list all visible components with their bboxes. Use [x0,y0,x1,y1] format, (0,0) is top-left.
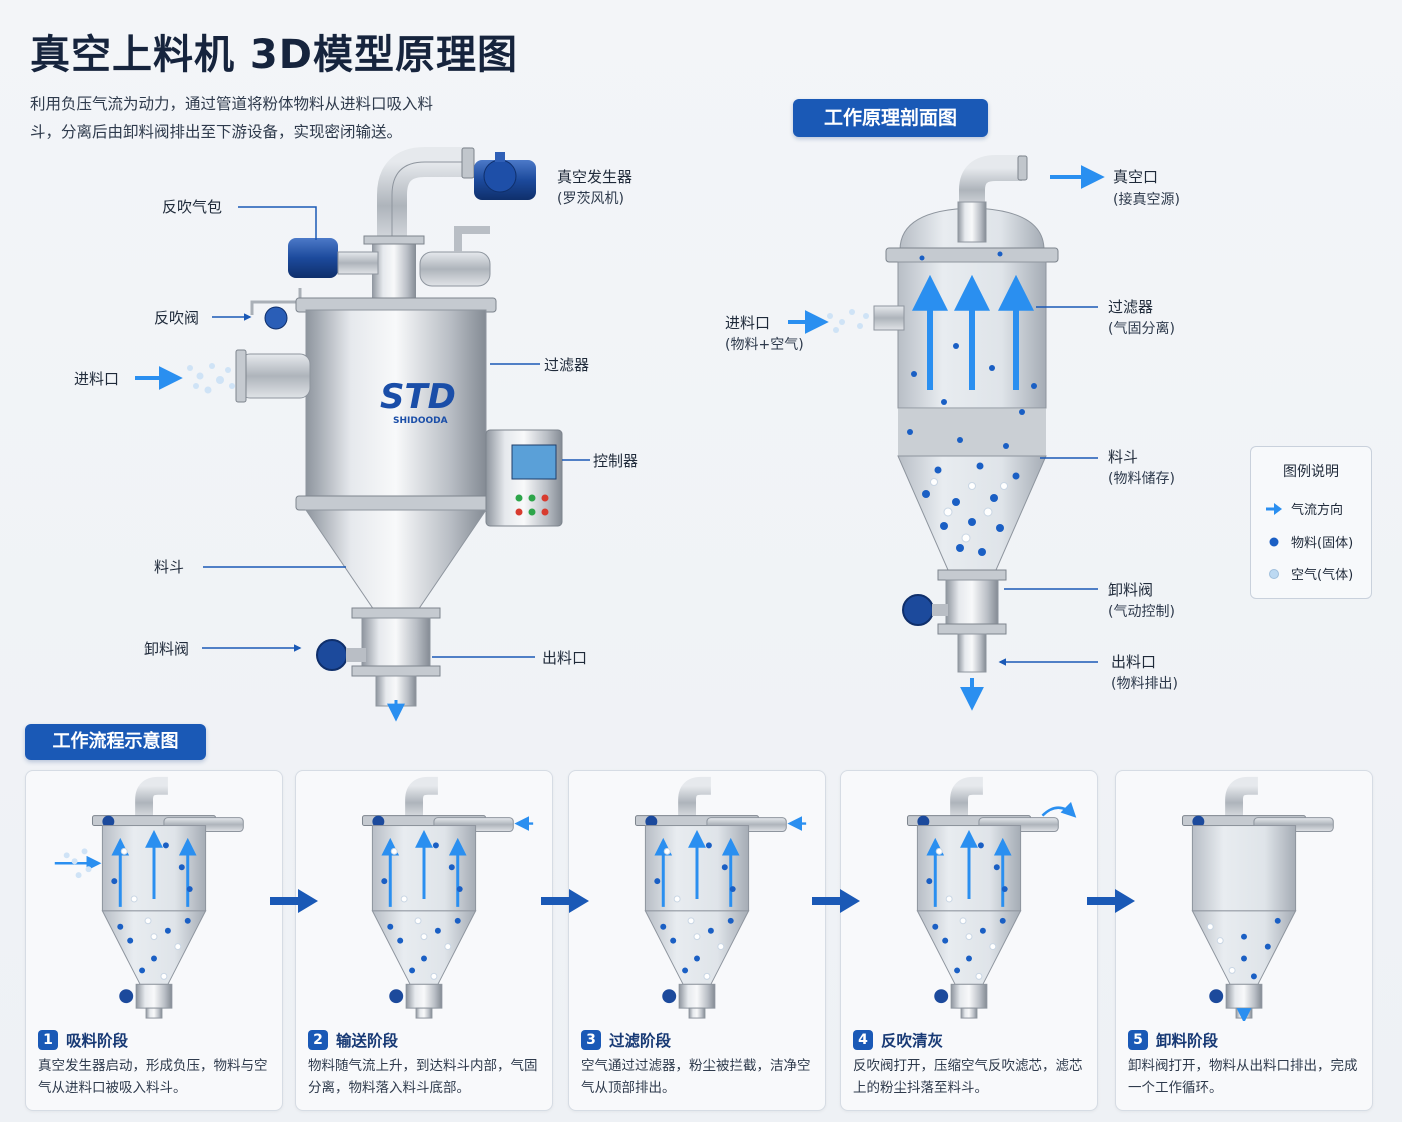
label-filter: 过滤器 [544,356,590,374]
label-section-outlet-sub: (物料排出) [1111,676,1178,692]
flow-step-card: 5 卸料阶段卸料阀打开，物料从出料口排出，完成一个工作循环。 [1115,770,1373,1111]
flow-step-description: 空气通过过滤器，粉尘被拦截，洁净空气从顶部排出。 [581,1058,811,1096]
legend-label-airflow: 气流方向 [1291,503,1344,518]
label-section-discharge-valve: 卸料阀 [1108,581,1154,599]
flow-step-card: 3 过滤阶段空气通过过滤器，粉尘被拦截，洁净空气从顶部排出。 [568,770,826,1111]
blowback-tank [288,238,379,278]
flow-step-card: 2 输送阶段物料随气流上升，到达料斗内部，气固分离，物料落入料斗底部。 [295,770,553,1111]
flow-arrow-1 [270,889,318,913]
discharge-valve [316,639,366,671]
label-section-filter: 过滤器 [1108,298,1154,316]
flow-step-title: 卸料阶段 [1156,1032,1219,1050]
label-section-outlet: 出料口 [1111,653,1157,671]
controller-box [485,429,563,527]
brand-logo: STD [380,377,456,417]
flow-step-description: 物料随气流上升，到达料斗内部，气固分离，物料落入料斗底部。 [308,1058,538,1096]
flow-step-number: 2 [308,1030,328,1050]
flow-step-number: 3 [581,1030,601,1050]
flow-step-number: 1 [38,1030,58,1050]
legend-title: 图例说明 [1283,464,1339,480]
inlet-pipe [235,349,311,403]
section-heading: 工作原理剖面图 [793,99,988,137]
flow-arrow-2 [541,889,589,913]
page-title: 真空上料机 3D模型原理图 [30,32,518,78]
flow-step-title: 反吹清灰 [881,1032,944,1050]
flow-step-title: 吸料阶段 [66,1032,129,1050]
label-outlet: 出料口 [542,649,588,667]
label-discharge-valve: 卸料阀 [144,640,190,658]
flow-arrow-4 [1087,889,1135,913]
intro-text: 利用负压气流为动力，通过管道将粉体物料从进料口吸入料斗，分离后由卸料阀排出至下游… [30,95,434,141]
flow-step-title: 输送阶段 [336,1032,399,1050]
label-vacuum-port-sub: (接真空源) [1113,192,1180,208]
label-vacuum-generator: 真空发生器 [557,168,633,186]
label-vacuum-port: 真空口 [1113,168,1159,186]
vacuum-loader-3d-model: STD SHIDOODA [135,147,590,722]
flow-step-illustration [1181,776,1334,1021]
legend-label-air: 空气(气体) [1291,568,1354,583]
label-section-discharge-valve-sub: (气动控制) [1108,604,1175,620]
flow-step-illustration [361,776,534,1019]
legend-item-air: 空气(气体) [1265,564,1353,583]
label-section-hopper-sub: (物料储存) [1108,471,1175,487]
flow-step-card: 1 吸料阶段真空发生器启动，形成负压，物料与空气从进料口被吸入料斗。 [25,770,283,1111]
label-blowback-tank: 反吹气包 [162,198,223,216]
flow-step-heading: 1 吸料阶段 [38,1029,128,1051]
flow-step-description: 卸料阀打开，物料从出料口排出，完成一个工作循环。 [1128,1058,1358,1096]
flow-step-illustration [54,776,244,1019]
arrow-icon [1265,502,1283,516]
flow-step-heading: 2 输送阶段 [308,1029,398,1051]
label-section-hopper: 料斗 [1108,448,1139,466]
flow-step-heading: 4 反吹清灰 [853,1029,943,1051]
flow-arrow-3 [812,889,860,913]
legend-item-airflow: 气流方向 [1265,499,1343,518]
label-inlet: 进料口 [74,370,120,388]
label-hopper: 料斗 [154,558,185,576]
label-controller: 控制器 [593,452,639,470]
legend-label-material: 物料(固体) [1291,536,1354,551]
legend-item-material: 物料(固体) [1265,532,1353,551]
flow-step-description: 真空发生器启动，形成负压，物料与空气从进料口被吸入料斗。 [38,1058,268,1096]
label-blowback-valve: 反吹阀 [154,309,200,327]
label-vacuum-generator-sub: (罗茨风机) [557,191,624,207]
flow-step-illustration [906,776,1077,1019]
label-section-inlet: 进料口 [725,314,771,332]
flow-step-description: 反吹阀打开，压缩空气反吹滤芯，滤芯上的粉尘抖落至料斗。 [853,1058,1083,1096]
flow-step-card: 4 反吹清灰反吹阀打开，压缩空气反吹滤芯，滤芯上的粉尘抖落至料斗。 [840,770,1098,1111]
vacuum-generator-motor [474,152,536,200]
flow-step-heading: 3 过滤阶段 [581,1029,671,1051]
brand-sub: SHIDOODA [393,416,448,426]
flow-step-number: 4 [853,1030,873,1050]
blowback-valve [250,288,302,330]
flow-step-title: 过滤阶段 [609,1032,672,1050]
section-view-diagram [788,155,1105,711]
flow-step-number: 5 [1128,1030,1148,1050]
flow-step-heading: 5 卸料阶段 [1128,1029,1218,1051]
label-section-inlet-sub: (物料+空气) [725,337,804,353]
solid-dot-icon [1265,536,1283,548]
flow-heading: 工作流程示意图 [25,724,206,760]
flow-step-illustration [634,776,807,1019]
air-dot-icon [1265,568,1283,580]
legend-box: 图例说明 气流方向 物料(固体) 空气(气体) [1250,446,1372,599]
label-section-filter-sub: (气固分离) [1108,321,1175,337]
